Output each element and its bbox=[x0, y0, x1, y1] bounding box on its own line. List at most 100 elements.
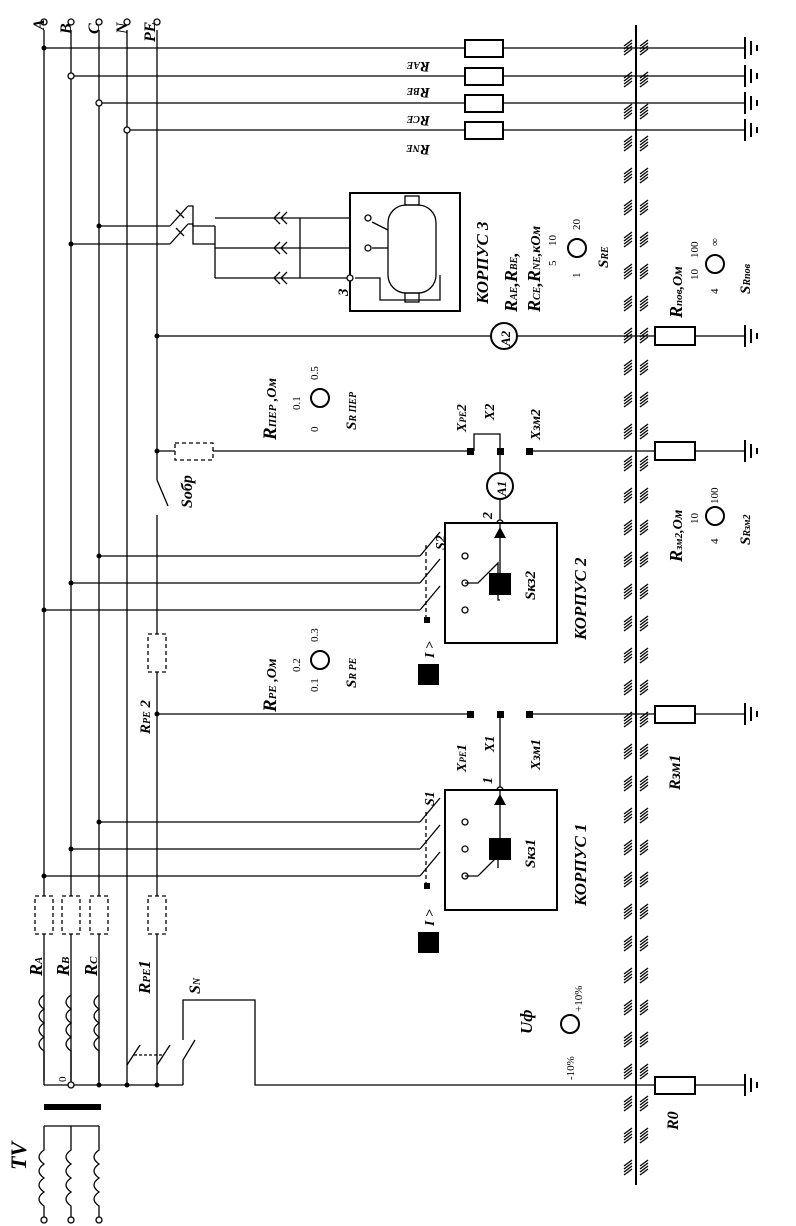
s2-label: S2 bbox=[434, 535, 449, 550]
rpe-tick-1: 0.2 bbox=[291, 658, 303, 672]
sk1-label: Sкз1 bbox=[523, 839, 539, 868]
bus-pe-terminal bbox=[153, 18, 161, 26]
uf-gauge-title: Uф bbox=[517, 1010, 536, 1034]
xpe1-label: XPE1 bbox=[455, 744, 470, 773]
meter-a2-label: A2 bbox=[498, 330, 513, 347]
uf-gauge: Uф -10% +10% bbox=[517, 986, 585, 1080]
resistor-label-rce: RCE bbox=[406, 112, 431, 128]
rper-tick-1: 0.1 bbox=[291, 396, 303, 410]
rpov-tick-3: ∞ bbox=[709, 238, 721, 246]
ground-icon bbox=[744, 1074, 758, 1096]
case2-node-label: 2 bbox=[481, 512, 496, 520]
earth-bus bbox=[623, 25, 649, 1185]
rpov-gauge-s: SRпов bbox=[738, 263, 754, 294]
x1-label: X1 bbox=[483, 736, 498, 753]
rxe-gauge-line1: RAE,RBE, bbox=[501, 252, 521, 313]
ra-label: RA bbox=[26, 957, 46, 977]
case-1: 1 S1 Sкз1 КОРПУС 1 I > bbox=[41, 777, 590, 953]
bus-label-n: N bbox=[114, 21, 131, 35]
rper-line: Sобр XPE2 X2 Xзм2 bbox=[154, 404, 745, 508]
case1-node-label: 1 bbox=[481, 777, 496, 784]
ground-icon bbox=[744, 325, 758, 347]
r0-label: R0 bbox=[665, 1111, 682, 1131]
ground-symbols bbox=[744, 37, 758, 1096]
earth-hatching bbox=[623, 39, 649, 1176]
sn-label: SN bbox=[187, 977, 204, 994]
rxe-gauge-s: SRE bbox=[596, 246, 612, 268]
sk2-label: Sкз2 bbox=[523, 570, 539, 600]
resistor-label-rae: RAE bbox=[406, 58, 431, 74]
rpe2-label: RPE 2 bbox=[138, 699, 154, 735]
bus-c-terminal bbox=[95, 18, 103, 26]
rxe-tick-1: 5 bbox=[547, 260, 559, 266]
rpe-tick-0: 0.1 bbox=[309, 678, 321, 692]
xzm2-label: Xзм2 bbox=[529, 409, 544, 441]
bus-label-b: B bbox=[58, 23, 75, 35]
a2-line: A2 bbox=[154, 322, 745, 350]
supply-section: 0 TV RA RB RC RPE1 SN R0 bbox=[6, 895, 745, 1224]
rpe-gauge: RPE ,Ом 0.1 0.2 0.3 SR PE bbox=[260, 628, 360, 713]
rxe-gauge-line2: RCE,RNE,кОм bbox=[524, 226, 544, 313]
s1-label: S1 bbox=[423, 791, 438, 806]
rb-label: RB bbox=[53, 957, 73, 977]
rc-label: RC bbox=[81, 956, 101, 977]
leakage-resistors: RAE RBE RCE RNE bbox=[41, 39, 745, 157]
rzm2-tick-2: 100 bbox=[709, 487, 721, 504]
case2-title: КОРПУС 2 bbox=[571, 557, 590, 641]
case1-title: КОРПУС 1 bbox=[571, 823, 590, 907]
rpov-tick-2: 100 bbox=[689, 241, 701, 258]
bus-label-c: C bbox=[86, 23, 103, 34]
rpe-gauge-title: RPE ,Ом bbox=[260, 658, 281, 713]
rpe1-label: RPE1 bbox=[135, 960, 154, 995]
bus-label-a: A bbox=[31, 19, 48, 31]
rpov-gauge: Rпов,Ом 4 10 100 ∞ SRпов bbox=[666, 238, 754, 319]
rxe-tick-3: 20 bbox=[571, 219, 583, 231]
rpe-tick-2: 0.3 bbox=[309, 628, 321, 642]
rzm1-label: Rзм1 bbox=[667, 755, 684, 791]
case3-title: КОРПУС 3 bbox=[473, 221, 492, 305]
rxe-gauge: RAE,RBE, RCE,RNE,кОм 1 5 10 20 SRE bbox=[501, 219, 612, 314]
ground-icon bbox=[744, 119, 758, 141]
rzm2-tick-0: 4 bbox=[709, 538, 721, 544]
ground-icon bbox=[744, 65, 758, 87]
x2-label: X2 bbox=[483, 404, 498, 421]
meter-a1-label: A1 bbox=[494, 481, 509, 497]
bus-b-terminal bbox=[67, 18, 75, 26]
rper-gauge-s: SR ПЕР bbox=[344, 391, 360, 430]
case-3: 3 КОРПУС 3 bbox=[68, 192, 492, 312]
sobr-label: Sобр bbox=[179, 475, 196, 508]
ground-icon bbox=[744, 703, 758, 725]
case3-node-label: 3 bbox=[336, 288, 352, 297]
xpe2-label: XPE2 bbox=[455, 404, 470, 433]
ground-icon bbox=[744, 92, 758, 114]
rzm2-gauge: Rзм2,Ом 4 10 100 SRзм2 bbox=[666, 487, 754, 563]
case-2: A1 2 S2 Sкз2 КОРПУС 2 I > bbox=[41, 472, 590, 685]
rzm2-tick-1: 10 bbox=[689, 513, 701, 525]
resistor-label-rbe: RBE bbox=[406, 84, 431, 100]
rper-tick-2: 0.5 bbox=[309, 366, 321, 380]
bus-label-pe: PE bbox=[142, 22, 159, 43]
uf-tick-0: -10% bbox=[565, 1056, 577, 1080]
rper-gauge: RПЕР ,Ом 0 0.1 0.5 SR ПЕР bbox=[260, 366, 360, 441]
rzm2-gauge-title: Rзм2,Ом bbox=[666, 509, 686, 563]
rper-gauge-title: RПЕР ,Ом bbox=[260, 378, 281, 441]
rpov-tick-0: 4 bbox=[709, 288, 721, 294]
rper-tick-0: 0 bbox=[309, 426, 321, 432]
resistor-label-rne: RNE bbox=[406, 141, 431, 157]
rpe2-line: RPE 2 XPE1 X1 Xзм1 Rзм1 bbox=[138, 633, 745, 791]
ground-icon bbox=[744, 440, 758, 462]
ground-icon bbox=[744, 37, 758, 59]
bus-n-terminal bbox=[123, 18, 131, 26]
case2-overcurrent-label: I > bbox=[423, 641, 438, 659]
rxe-tick-2: 10 bbox=[547, 235, 559, 247]
xzm1-label: Xзм1 bbox=[529, 739, 544, 771]
rpov-gauge-title: Rпов,Ом bbox=[666, 266, 686, 319]
rxe-tick-0: 1 bbox=[571, 273, 583, 279]
neutral-zero-label: 0 bbox=[57, 1076, 69, 1082]
uf-tick-1: +10% bbox=[573, 986, 585, 1012]
transformer-label: TV bbox=[6, 1140, 31, 1170]
rpov-tick-1: 10 bbox=[689, 269, 701, 281]
rzm2-gauge-s: SRзм2 bbox=[738, 514, 754, 545]
bus-a-terminal bbox=[40, 18, 48, 26]
rpe-gauge-s: SR PE bbox=[344, 657, 360, 688]
